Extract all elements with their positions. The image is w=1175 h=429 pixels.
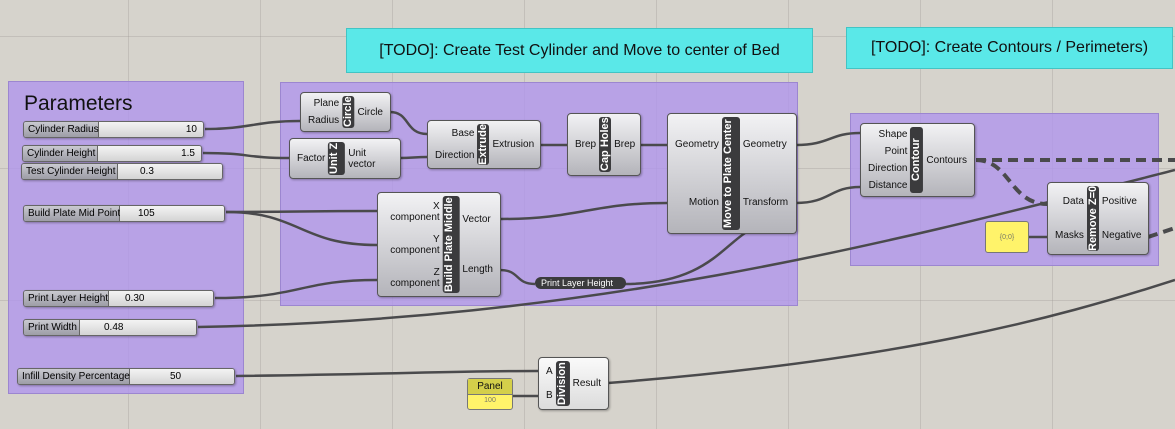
input-port[interactable]: Y component	[390, 233, 440, 256]
slider-label: Cylinder Radius	[24, 122, 99, 137]
parameters-title: Parameters	[24, 92, 133, 115]
input-port[interactable]: Base	[451, 128, 475, 140]
input-port[interactable]: Masks	[1055, 229, 1084, 241]
slider-label: Print Layer Height	[24, 291, 109, 306]
output-port[interactable]: Transform	[742, 196, 789, 208]
input-port[interactable]: Point	[884, 146, 908, 157]
input-port[interactable]: Brep	[575, 139, 597, 150]
output-port[interactable]: Circle	[357, 106, 383, 118]
output-port[interactable]: Positive	[1101, 196, 1137, 208]
slider-label: Infill Density Percentage	[18, 369, 130, 384]
panel-value: 100	[484, 397, 496, 404]
wire	[235, 369, 539, 378]
output-port[interactable]: Length	[462, 263, 493, 275]
output-port[interactable]: Brep	[614, 139, 636, 150]
output-port[interactable]: Vector	[462, 214, 491, 226]
output-port[interactable]: Contours	[926, 154, 967, 166]
slider-value[interactable]: 1.5	[98, 146, 201, 161]
slider-value[interactable]: 10	[99, 122, 203, 137]
node-name: Build Plate Middle	[442, 196, 460, 293]
input-port[interactable]: Factor	[297, 153, 326, 164]
input-port[interactable]: Direction	[435, 149, 475, 161]
slider-label: Test Cylinder Height	[22, 164, 118, 179]
input-port[interactable]: Radius	[308, 115, 340, 126]
print-layer-height-relay[interactable]: Print Layer Height	[535, 277, 626, 289]
input-port[interactable]: Motion	[688, 196, 719, 208]
input-port[interactable]: A	[546, 366, 553, 378]
panel-value: {0;0}	[999, 233, 1015, 241]
node-name: Contour	[910, 127, 924, 193]
node-name: Extrude	[477, 124, 490, 165]
node-name: Move to Plate Center	[721, 117, 740, 230]
todo-contours-label[interactable]: [TODO]: Create Contours / Perimeters)	[846, 27, 1173, 69]
slider-value[interactable]: 0.3	[118, 164, 222, 179]
node-name: Unit Z	[328, 142, 346, 175]
todo-cylinder-label[interactable]: [TODO]: Create Test Cylinder and Move to…	[346, 28, 813, 73]
slider-value[interactable]: 50	[130, 369, 234, 384]
output-port[interactable]: Geometry	[742, 139, 787, 151]
node-name: Cap Holes	[599, 117, 612, 172]
input-port[interactable]: B	[546, 389, 553, 401]
slider-value[interactable]: 0.30	[109, 291, 213, 306]
output-port[interactable]: Unit vector	[348, 147, 376, 170]
output-port[interactable]: Result	[572, 378, 601, 389]
input-port[interactable]: Distance	[868, 180, 908, 191]
slider-label: Build Plate Mid Point	[24, 206, 120, 221]
cap-holes-node[interactable]: Brep Cap Holes Brep	[567, 113, 641, 176]
node-name: Circle	[342, 96, 355, 128]
unit-z-node[interactable]: Factor Unit Z Unit vector	[289, 138, 401, 179]
output-port[interactable]: Extrusion	[492, 139, 535, 150]
build-plate-middle-node[interactable]: X component Y component Z component Build …	[377, 192, 501, 297]
input-port[interactable]: Z component	[390, 266, 440, 289]
input-port[interactable]: Direction	[868, 163, 908, 174]
slider-value[interactable]: 105	[120, 206, 224, 221]
input-port[interactable]: Shape	[878, 129, 908, 140]
mask-panel[interactable]: {0;0}	[985, 221, 1029, 253]
node-name: Division	[555, 361, 570, 406]
input-port[interactable]: Plane	[313, 98, 340, 109]
input-port[interactable]: Data	[1062, 196, 1084, 208]
input-port[interactable]: Geometry	[675, 139, 719, 151]
slider-value[interactable]: 0.48	[80, 320, 196, 335]
slider-label: Cylinder Height	[23, 146, 98, 161]
slider-label: Print Width	[24, 320, 80, 335]
panel-title: Panel	[468, 379, 512, 395]
input-port[interactable]: X component	[390, 200, 440, 223]
output-port[interactable]: Negative	[1101, 229, 1142, 241]
node-name: Remove Z=0	[1086, 185, 1099, 251]
number-panel[interactable]: Panel 100	[467, 378, 513, 410]
